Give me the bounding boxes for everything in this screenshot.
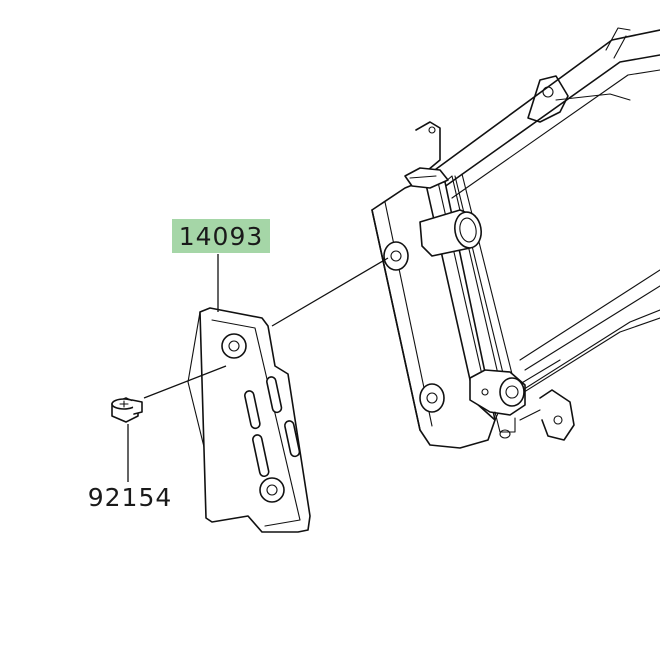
- heat-shield-bracket: [187, 307, 311, 533]
- screw-part: [111, 397, 143, 423]
- screw-to-bracket-line: [143, 365, 227, 399]
- assembly-lines: [127, 254, 389, 482]
- bracket-to-radiator-line: [271, 257, 389, 327]
- radiator-assembly: [371, 27, 660, 449]
- part-number-92154: 92154: [88, 483, 173, 512]
- part-label-14093[interactable]: 14093: [172, 219, 270, 253]
- part-number-14093: 14093: [179, 222, 264, 251]
- part-label-92154[interactable]: 92154: [88, 483, 173, 512]
- label-highlight: [172, 219, 270, 253]
